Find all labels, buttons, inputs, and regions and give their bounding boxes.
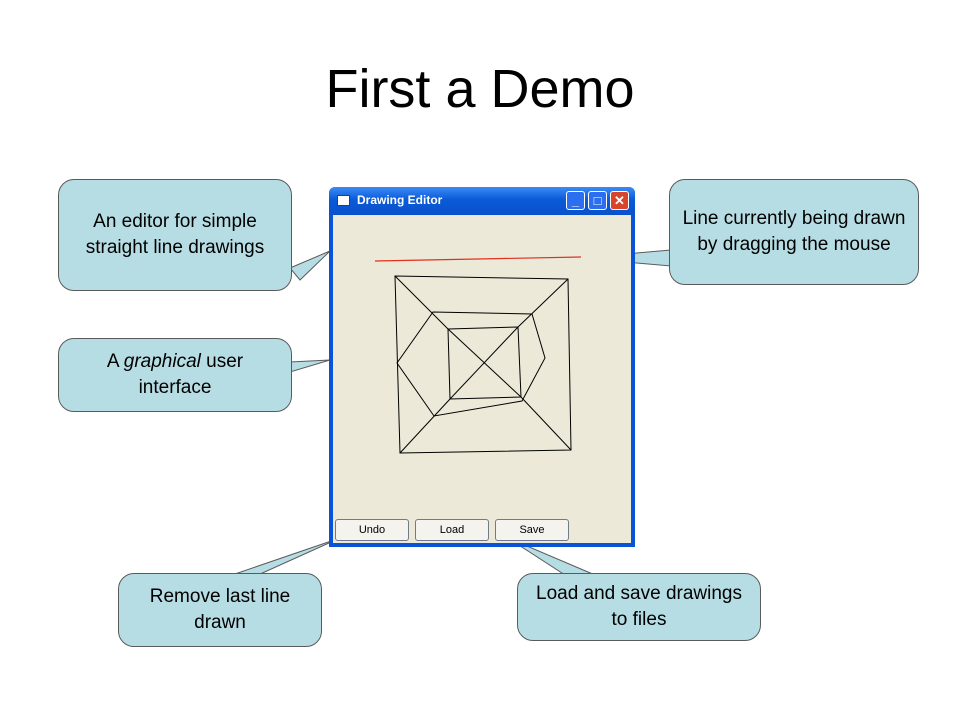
window-client-area: Undo Load Save [333,215,631,543]
maximize-button[interactable]: □ [588,191,607,210]
editor-callout-pointer [289,250,331,281]
diag-bottom-right [520,396,572,451]
diag-top-right [517,278,569,328]
window-app-icon [337,195,350,206]
callout-gui-emphasis: graphical [123,351,201,372]
callout-remove-text: Remove last line drawn [149,586,291,633]
gui-callout-pointer [289,359,331,373]
callout-gui-text: A graphical user interface [69,349,281,401]
callout-current-line-text: Line currently being drawn by dragging t… [682,208,906,255]
callout-current-line: Line currently being drawn by dragging t… [669,179,919,285]
callout-gui-suffix: user interface [138,351,244,398]
undo-button[interactable]: Undo [335,519,409,541]
diag-bottom-left [399,398,451,454]
diag-top-left [394,275,449,330]
callout-editor-text: An editor for simple straight line drawi… [85,211,265,258]
close-button[interactable]: ✕ [610,191,629,210]
minimize-button[interactable]: _ [566,191,585,210]
callout-load-save: Load and save drawings to files [517,573,761,641]
callout-editor: An editor for simple straight line drawi… [58,179,292,291]
remove-callout-pointer [231,537,341,576]
drawing-editor-window: Drawing Editor _ □ ✕ Undo Load Save [329,187,635,547]
callout-gui-prefix: A [106,351,124,372]
window-titlebar[interactable]: Drawing Editor _ □ ✕ [329,187,635,215]
save-button[interactable]: Save [495,519,569,541]
middle-shape [396,311,546,417]
drawing-canvas[interactable] [333,215,631,517]
inner-diag-2 [449,326,519,400]
callout-load-save-text: Load and save drawings to files [536,583,742,630]
callout-remove: Remove last line drawn [118,573,322,647]
rubber-band-line [374,256,582,262]
load-button[interactable]: Load [415,519,489,541]
window-title: Drawing Editor [357,193,443,207]
callout-gui: A graphical user interface [58,338,292,412]
slide-title: First a Demo [325,59,635,119]
